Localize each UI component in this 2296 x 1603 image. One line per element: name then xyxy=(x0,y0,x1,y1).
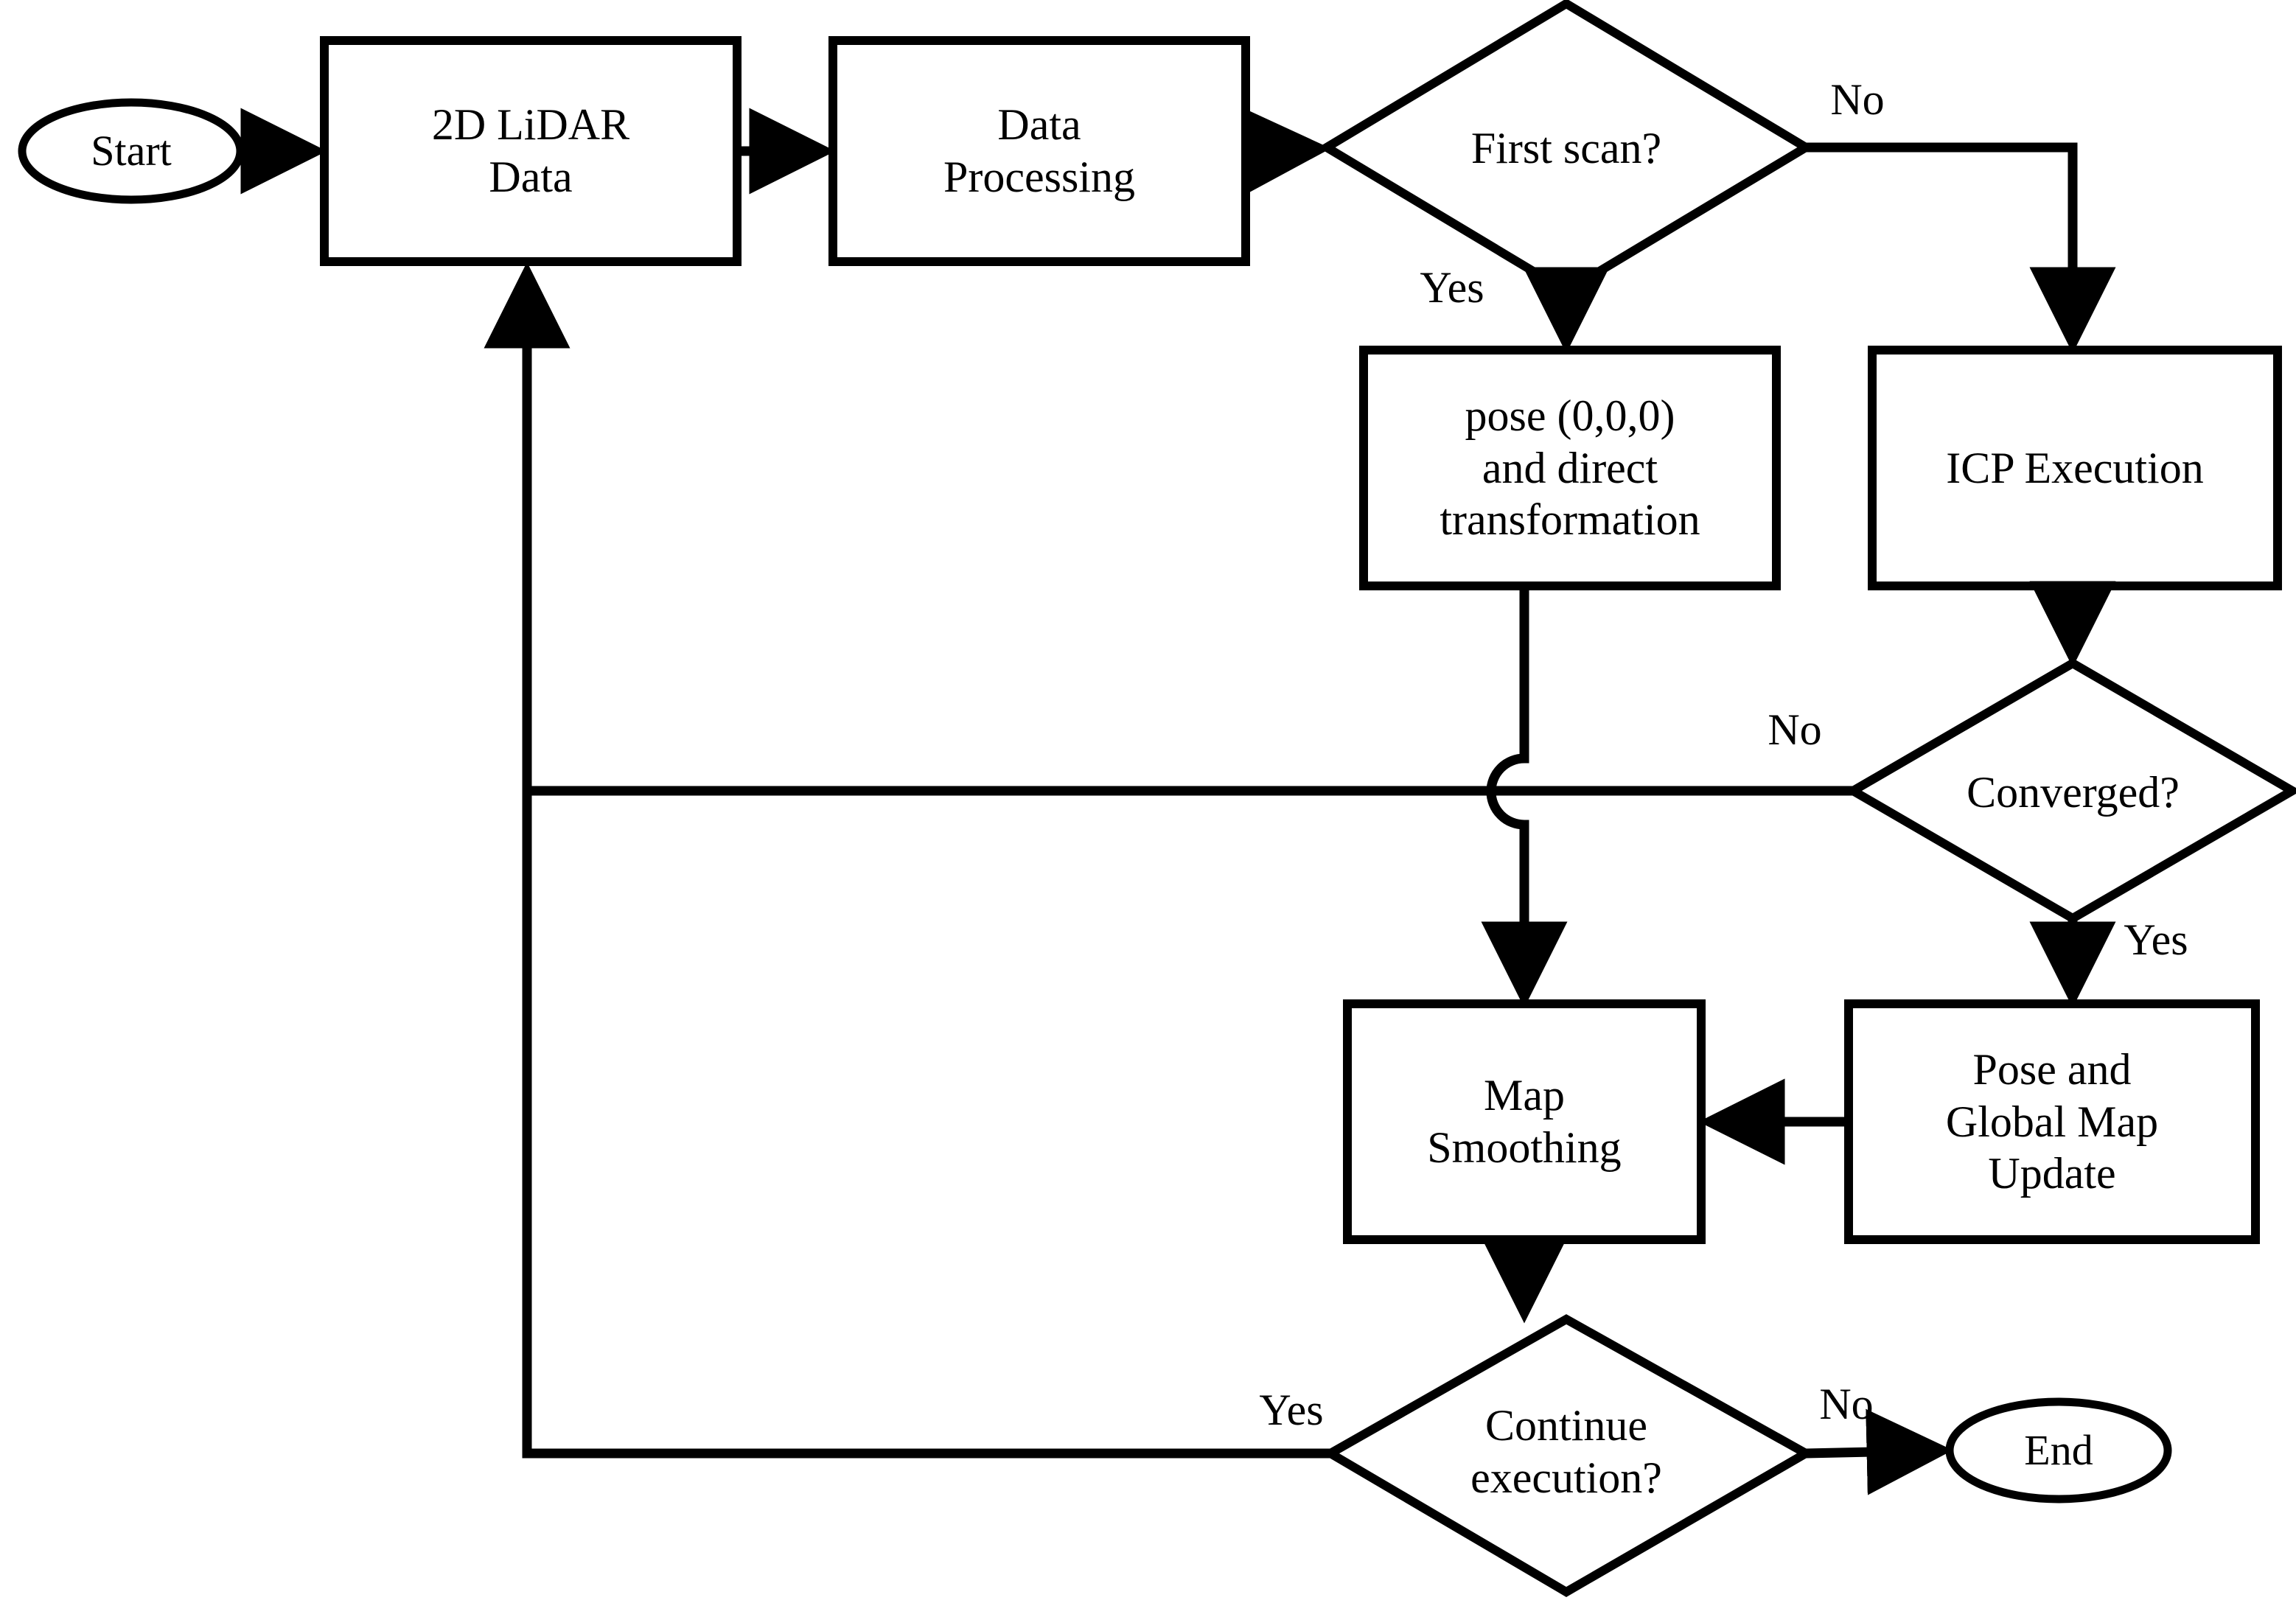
edge-processing-to-firstscan xyxy=(1243,108,1331,195)
node-poseupdate-shape xyxy=(1844,999,2260,1244)
node-converged-shape xyxy=(1844,658,2296,923)
edge-firstscan-no-to-icp xyxy=(1806,142,2116,354)
node-lidar-shape xyxy=(320,36,742,266)
node-firstscan-shape xyxy=(1318,0,1815,296)
node-processing-shape xyxy=(828,36,1250,266)
node-end-shape xyxy=(1945,1397,2172,1504)
node-smoothing-shape xyxy=(1343,999,1706,1244)
node-continue-shape xyxy=(1322,1314,1815,1597)
node-icp-shape xyxy=(1868,346,2282,590)
node-start-shape xyxy=(18,98,245,204)
node-pose0-shape xyxy=(1359,346,1781,590)
edge-continue-no-to-end xyxy=(1805,1408,1953,1495)
edge-pose0-to-smoothing xyxy=(1481,586,1568,1008)
edge-continue-yes-to-lidar xyxy=(522,791,1330,1459)
